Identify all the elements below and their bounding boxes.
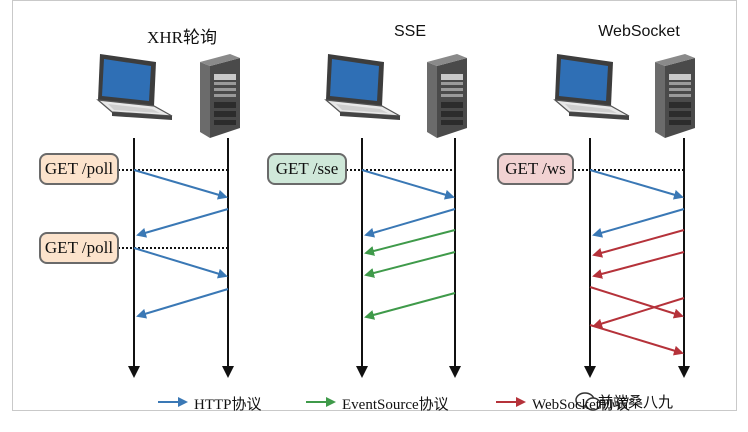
http-response-arrow <box>364 208 456 238</box>
laptop-icon <box>97 53 173 121</box>
http-request-arrow <box>133 169 228 200</box>
legend-http-label: HTTP协议 <box>194 397 262 413</box>
eventsource-arrow <box>364 251 456 278</box>
websocket-title: WebSocket <box>598 23 680 40</box>
server-icon <box>200 54 240 138</box>
watermark-text: 前端桑八九 <box>598 394 674 411</box>
get-poll-tag-2: GET /poll <box>39 232 119 264</box>
eventsource-arrow <box>364 229 456 256</box>
wechat-logo-icon <box>575 392 601 411</box>
http-response-arrow <box>136 208 229 238</box>
http-request-arrow <box>361 169 455 200</box>
server-icon <box>427 54 467 138</box>
laptop-icon <box>325 53 401 121</box>
websocket-arrow <box>589 286 684 319</box>
http-request-arrow <box>133 247 228 279</box>
websocket-arrow <box>589 324 684 356</box>
server-icon <box>655 54 695 138</box>
websocket-arrow <box>592 251 685 279</box>
laptop-icon <box>554 53 630 121</box>
legend-websocket-label: WebSocket协议 <box>532 397 630 413</box>
http-response-arrow <box>592 208 685 238</box>
http-request-arrow <box>589 169 684 200</box>
http-response-arrow <box>136 288 229 319</box>
sse-title: SSE <box>393 23 426 40</box>
get-poll-tag: GET /poll <box>39 153 119 185</box>
get-sse-tag: GET /sse <box>267 153 347 185</box>
get-ws-tag: GET /ws <box>497 153 574 185</box>
xhr-polling-title: XHR轮询 <box>147 28 217 47</box>
websocket-arrow <box>592 297 685 329</box>
diagram-frame <box>12 0 737 411</box>
websocket-arrow <box>592 229 685 258</box>
legend-eventsource-label: EventSource协议 <box>342 397 449 413</box>
eventsource-arrow <box>364 292 456 320</box>
